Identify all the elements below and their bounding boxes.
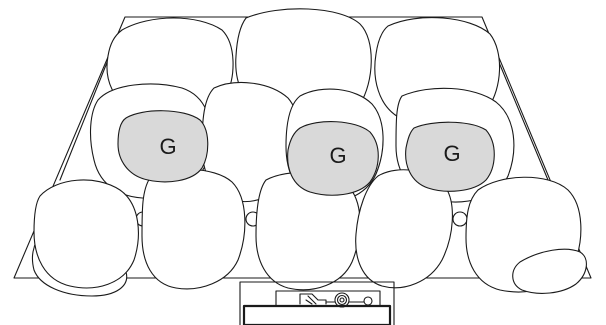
rock-front-far-left — [33, 179, 139, 289]
rock-front-left — [141, 168, 246, 290]
stove-inner-edge-left — [59, 59, 109, 181]
coil-ring-outer — [334, 292, 350, 308]
stove-base-control-box — [239, 281, 395, 325]
sensor-knob — [363, 296, 373, 306]
grate-hole — [452, 211, 468, 227]
front-row-rocks — [31, 168, 587, 297]
marked-rocks: G G G — [117, 110, 495, 196]
marked-rock-left — [117, 110, 209, 183]
coil-ring-middle — [336, 294, 348, 306]
control-panel-frame — [242, 304, 392, 325]
stove-inner-edge-right — [497, 59, 549, 181]
connector-bracket — [299, 293, 327, 305]
rock-front-far-right-base — [512, 248, 587, 294]
coil-ring-inner — [339, 297, 345, 303]
marked-rock-right — [405, 121, 495, 192]
connector-arrow — [305, 295, 317, 305]
base-housing-outline — [239, 281, 395, 325]
marker-label-g: G — [443, 141, 460, 166]
marked-rock-center — [287, 121, 379, 196]
marker-label-g: G — [159, 134, 176, 159]
control-mount-plate — [275, 290, 381, 307]
marker-label-g: G — [329, 143, 346, 168]
